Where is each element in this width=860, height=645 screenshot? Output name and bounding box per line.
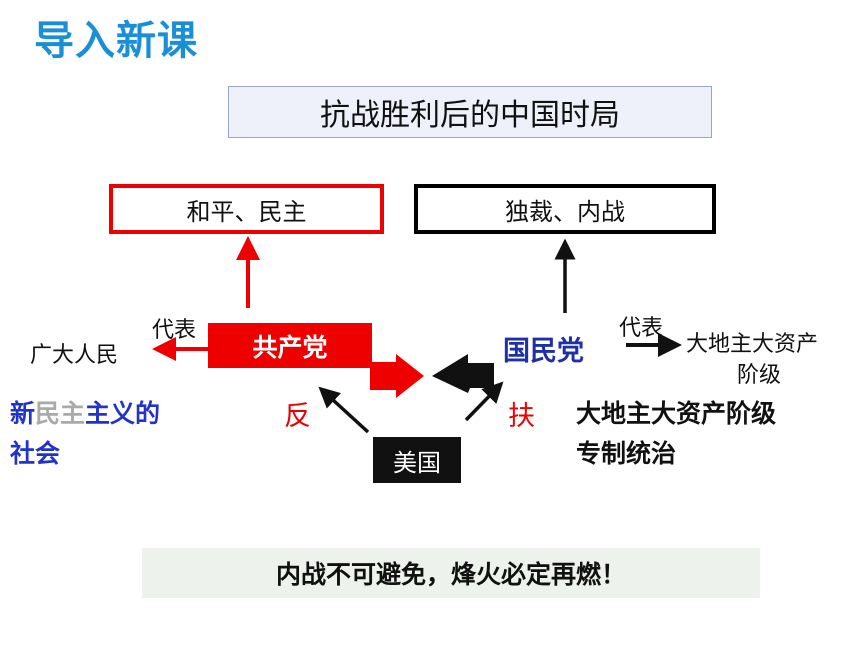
- usa-node: 美国: [373, 437, 461, 483]
- society-part-3: 主义的: [85, 399, 161, 428]
- kmt-confront-arrow: [432, 354, 494, 393]
- kmt-label: 国民党: [503, 336, 584, 367]
- usa-oppose-arrow: [318, 386, 370, 434]
- kmt-represent-label: 代表: [619, 316, 664, 341]
- dictatorship-civil-war-label: 独裁、内战: [505, 197, 625, 226]
- peace-democracy-box: 和平、民主: [109, 184, 384, 234]
- autocratic-rule-line2: 专制统治: [576, 439, 677, 468]
- peace-democracy-label: 和平、民主: [186, 197, 307, 226]
- conclusion-label: 内战不可避免，烽火必定再燃！: [275, 560, 626, 589]
- cpc-confront-arrow: [370, 354, 424, 398]
- cpc-represent-label: 代表: [152, 318, 197, 343]
- cpc-label: 共产党: [252, 332, 328, 362]
- autocratic-rule-line1: 大地主大资产阶级: [576, 399, 777, 428]
- people-label: 广大人民: [30, 343, 119, 368]
- usa-label: 美国: [393, 448, 441, 477]
- usa-support-arrow: [464, 381, 504, 422]
- oppose-label: 反: [284, 401, 311, 432]
- topic-box: 抗战胜利后的中国时局: [228, 86, 712, 138]
- class-label-line2: 阶级: [737, 363, 782, 388]
- class-label-line1: 大地主大资产: [686, 332, 819, 357]
- new-democracy-society-line2: 社会: [10, 439, 61, 468]
- society-part-2: 民主: [35, 399, 86, 428]
- new-democracy-society-line1: 新民主主义的: [10, 394, 160, 430]
- support-label: 扶: [508, 401, 535, 432]
- page-title: 导入新课: [34, 18, 198, 64]
- topic-label: 抗战胜利后的中国时局: [320, 98, 620, 133]
- conclusion-box: 内战不可避免，烽火必定再燃！: [142, 548, 760, 598]
- dictatorship-civil-war-box: 独裁、内战: [414, 184, 716, 234]
- cpc-node: 共产党: [208, 323, 372, 368]
- society-part-1: 新: [10, 399, 36, 428]
